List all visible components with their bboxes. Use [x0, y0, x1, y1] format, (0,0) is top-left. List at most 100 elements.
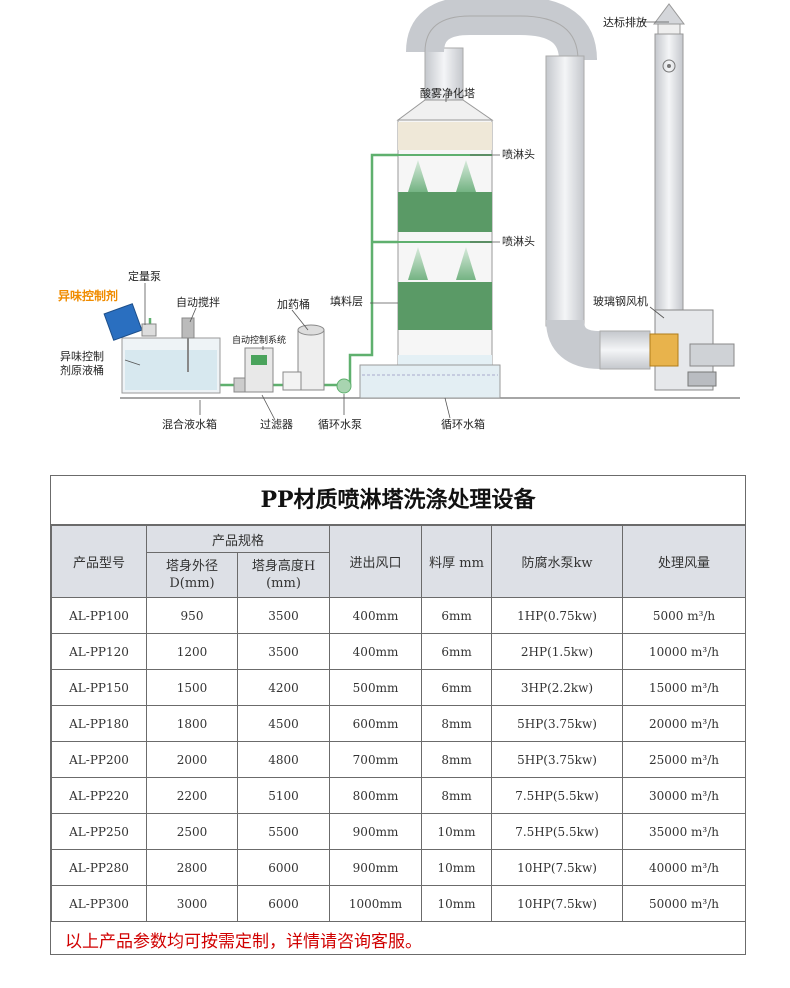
- cell-thickness: 8mm: [421, 777, 493, 814]
- header-height-line1: 塔身高度H: [251, 559, 316, 574]
- label-agent-tank-2: 剂原液桶: [60, 363, 104, 377]
- cell-airflow: 25000 m³/h: [622, 741, 747, 778]
- label-circ-tank: 循环水箱: [441, 417, 485, 431]
- cell-pump: 10HP(7.5kw): [491, 849, 624, 886]
- cell-inlet: 900mm: [329, 813, 423, 850]
- cell-pump: 5HP(3.75kw): [491, 741, 624, 778]
- chemical-tank: [282, 324, 325, 391]
- cell-thickness: 10mm: [421, 885, 493, 922]
- label-agent-tank-1: 异味控制: [60, 349, 104, 363]
- agent-drum: [103, 303, 157, 341]
- cell-diameter: 1500: [146, 669, 238, 706]
- cell-height: 6000: [236, 885, 331, 922]
- label-dosing-pump: 定量泵: [128, 269, 161, 283]
- label-tower: 酸雾净化塔: [420, 86, 475, 100]
- cell-pump: 3HP(2.2kw): [491, 669, 624, 706]
- cell-diameter: 2800: [146, 849, 238, 886]
- cell-thickness: 6mm: [421, 597, 493, 634]
- table-title: PP材质喷淋塔洗涤处理设备: [51, 476, 745, 525]
- cell-inlet: 400mm: [329, 633, 423, 670]
- cell-pump: 1HP(0.75kw): [491, 597, 624, 634]
- cell-model: AL-PP180: [51, 705, 147, 742]
- label-filter: 过滤器: [260, 418, 293, 431]
- mixing-tank: [121, 317, 221, 394]
- header-diameter-line1: 塔身外径: [165, 559, 218, 574]
- cell-airflow: 20000 m³/h: [622, 705, 747, 742]
- cell-diameter: 1800: [146, 705, 238, 742]
- cell-model: AL-PP280: [51, 849, 147, 886]
- label-fan: 玻璃钢风机: [593, 294, 648, 308]
- cell-thickness: 10mm: [421, 849, 493, 886]
- label-auto-ctrl: 自动控制系统: [232, 334, 286, 346]
- cell-height: 4800: [236, 741, 331, 778]
- cell-airflow: 50000 m³/h: [622, 885, 747, 922]
- cell-diameter: 2000: [146, 741, 238, 778]
- cell-airflow: 15000 m³/h: [622, 669, 747, 706]
- chimney: [653, 3, 685, 311]
- cell-inlet: 800mm: [329, 777, 423, 814]
- spec-table-panel: PP材质喷淋塔洗涤处理设备 产品型号 产品规格 进出风口 料厚 mm 防腐水泵k…: [50, 475, 747, 955]
- header-inlet: 进出风口: [329, 525, 423, 598]
- scrubber-tower: [396, 99, 494, 399]
- label-discharge: 达标排放: [603, 15, 647, 29]
- cell-inlet: 700mm: [329, 741, 423, 778]
- label-circ-pump: 循环水泵: [318, 418, 362, 431]
- circulating-pump: [336, 378, 352, 394]
- cell-inlet: 1000mm: [329, 885, 423, 922]
- header-spec-group: 产品规格: [145, 525, 331, 553]
- cell-airflow: 5000 m³/h: [622, 597, 747, 634]
- cell-inlet: 500mm: [329, 669, 423, 706]
- cell-thickness: 8mm: [421, 705, 493, 742]
- header-height: 塔身高度H (mm): [236, 552, 331, 598]
- cell-height: 5100: [236, 777, 331, 814]
- header-thickness: 料厚 mm: [421, 525, 493, 598]
- cell-thickness: 6mm: [421, 669, 493, 706]
- cell-pump: 2HP(1.5kw): [491, 633, 624, 670]
- cell-model: AL-PP120: [51, 633, 147, 670]
- cell-pump: 7.5HP(5.5kw): [491, 813, 624, 850]
- cell-height: 6000: [236, 849, 331, 886]
- label-nozzle-lower: 喷淋头: [502, 235, 535, 248]
- cell-airflow: 35000 m³/h: [622, 813, 747, 850]
- label-mix-tank: 混合液水箱: [162, 417, 217, 431]
- label-odor-agent: 异味控制剂: [58, 288, 118, 303]
- label-auto-stir: 自动搅拌: [176, 295, 220, 309]
- fiberglass-fan: [649, 309, 735, 391]
- process-diagram: 达标排放 酸雾净化塔 喷淋头 喷淋头 填料层 玻璃钢风机 异味控制剂 定量泵 自…: [58, 0, 740, 431]
- cell-airflow: 10000 m³/h: [622, 633, 747, 670]
- cell-airflow: 40000 m³/h: [622, 849, 747, 886]
- cell-model: AL-PP150: [51, 669, 147, 706]
- label-packing: 填料层: [330, 294, 363, 308]
- cell-thickness: 10mm: [421, 813, 493, 850]
- cell-height: 5500: [236, 813, 331, 850]
- cell-diameter: 2500: [146, 813, 238, 850]
- leader-lines: [124, 21, 669, 421]
- cell-model: AL-PP100: [51, 597, 147, 634]
- cell-airflow: 30000 m³/h: [622, 777, 747, 814]
- cell-inlet: 600mm: [329, 705, 423, 742]
- cell-model: AL-PP200: [51, 741, 147, 778]
- cell-thickness: 6mm: [421, 633, 493, 670]
- header-pump: 防腐水泵kw: [491, 525, 624, 598]
- cell-pump: 5HP(3.75kw): [491, 705, 624, 742]
- header-height-line2: (mm): [266, 576, 301, 591]
- header-airflow: 处理风量: [622, 525, 747, 598]
- cell-pump: 10HP(7.5kw): [491, 885, 624, 922]
- spec-table: 产品型号 产品规格 进出风口 料厚 mm 防腐水泵kw 处理风量 塔身外径 D(m…: [51, 525, 747, 922]
- label-chem-tank: 加药桶: [277, 297, 310, 311]
- header-model: 产品型号: [51, 525, 147, 598]
- header-diameter: 塔身外径 D(mm): [146, 552, 238, 598]
- control-cabinet: [244, 347, 274, 393]
- cell-height: 4200: [236, 669, 331, 706]
- footnote: 以上产品参数均可按需定制，详情请咨询客服。: [65, 932, 422, 952]
- cell-inlet: 900mm: [329, 849, 423, 886]
- header-diameter-line2: D(mm): [169, 576, 215, 591]
